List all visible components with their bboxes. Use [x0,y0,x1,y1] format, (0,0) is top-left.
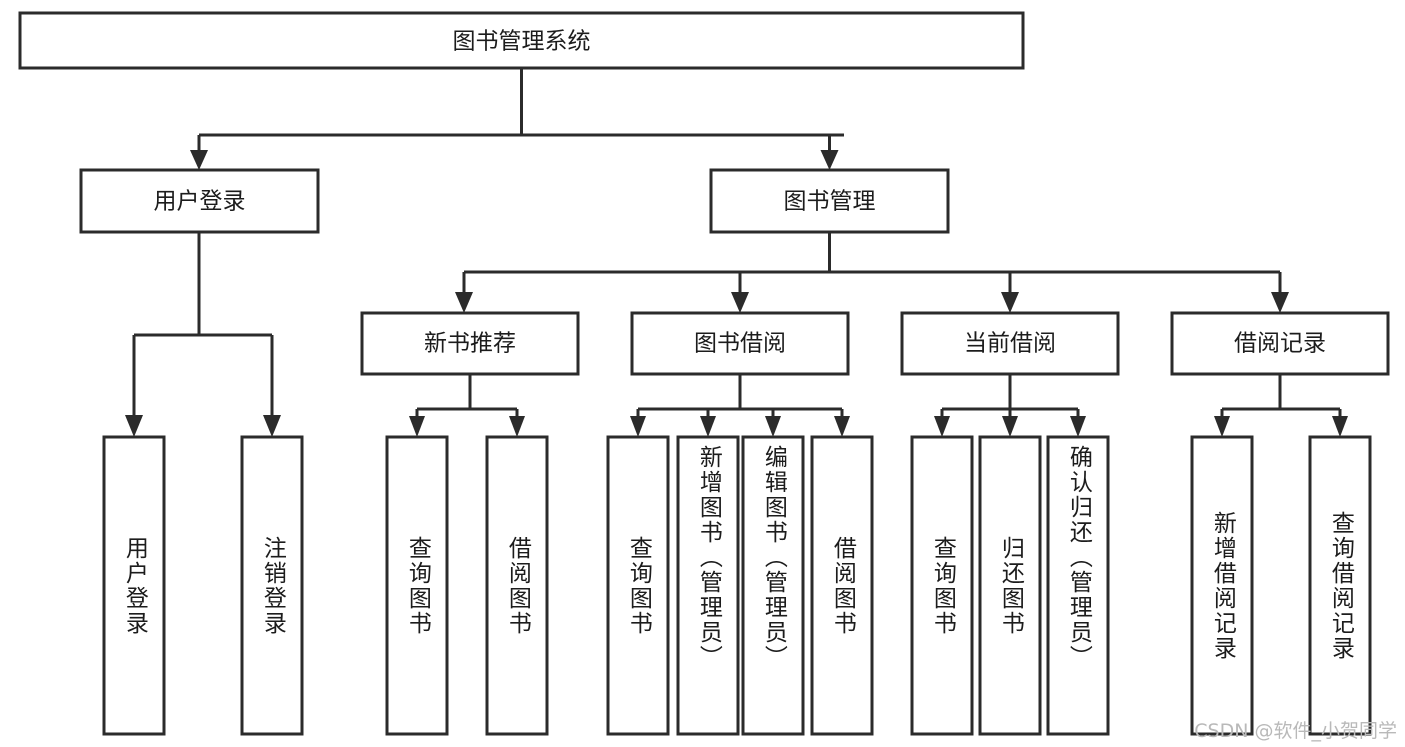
node-root-box[interactable] [18,11,1025,70]
leaf-box-borrow-edit[interactable] [741,435,805,736]
arrow-head-bookmgmt-c3 [1001,292,1019,313]
node-user-login[interactable]: 用户登录 [79,168,320,234]
node-book-management-label: 图书管理 [784,189,876,215]
node-current-borrow-box[interactable] [900,311,1120,376]
node-new-book-recommend[interactable]: 新书推荐 [360,311,580,376]
arrow-head-bookmgmt-c1 [455,292,473,313]
node-root-label: 图书管理系统 [453,29,591,55]
arrow-head-root-user [190,150,208,170]
node-root[interactable]: 图书管理系统 [18,11,1025,70]
arrow-head-user-l1 [125,415,143,437]
node-borrow-record[interactable]: 借阅记录 [1170,311,1390,376]
leaf-box-current-confirm[interactable] [1046,435,1110,736]
arrow-head-current-l1 [934,416,950,437]
arrow-head-bookmgmt-c4 [1271,292,1289,313]
node-new-book-recommend-box[interactable] [360,311,580,376]
csdn-watermark: CSDN @软件_小贺同学 [1194,720,1397,742]
node-book-borrow-box[interactable] [630,311,850,376]
arrow-head-borrow-l1 [630,416,646,437]
arrow-head-record-l1 [1214,416,1230,437]
arrow-head-current-l2 [1002,416,1018,437]
leaf-box-borrow-query[interactable] [606,435,670,736]
node-borrow-record-box[interactable] [1170,311,1390,376]
node-user-login-box[interactable] [79,168,320,234]
leaf-box-user-login[interactable] [102,435,166,736]
arrow-head-record-l2 [1332,416,1348,437]
leaf-box-current-return[interactable] [978,435,1042,736]
leaf-box-record-add[interactable] [1190,435,1254,736]
node-book-management[interactable]: 图书管理 [709,168,950,234]
leaf-box-record-query[interactable] [1308,435,1372,736]
node-new-book-recommend-label: 新书推荐 [424,331,516,357]
arrow-head-borrow-l3 [765,416,781,437]
node-book-management-box[interactable] [709,168,950,234]
arrow-head-borrow-l2 [700,416,716,437]
node-user-login-label: 用户登录 [154,189,246,215]
arrow-head-current-l3 [1070,416,1086,437]
node-current-borrow[interactable]: 当前借阅 [900,311,1120,376]
leaf-box-recommend-borrow[interactable] [485,435,549,736]
leaf-box-group [102,435,1372,736]
leaf-box-borrow-add[interactable] [676,435,740,736]
arrow-head-borrow-l4 [834,416,850,437]
node-current-borrow-label: 当前借阅 [964,331,1056,357]
leaf-box-current-query[interactable] [910,435,974,736]
node-book-borrow[interactable]: 图书借阅 [630,311,850,376]
arrow-head-recommend-l1 [409,416,425,437]
arrow-head-user-l2 [263,415,281,437]
connector-group [125,68,1348,437]
arrow-head-bookmgmt-c2 [731,292,749,313]
arrow-head-recommend-l2 [509,416,525,437]
node-book-borrow-label: 图书借阅 [694,331,786,357]
node-borrow-record-label: 借阅记录 [1234,331,1326,357]
arrow-head-root-bookmgmt [820,150,839,170]
leaf-box-borrow-lend[interactable] [810,435,874,736]
leaf-box-user-logout[interactable] [240,435,304,736]
leaf-box-recommend-query[interactable] [385,435,449,736]
